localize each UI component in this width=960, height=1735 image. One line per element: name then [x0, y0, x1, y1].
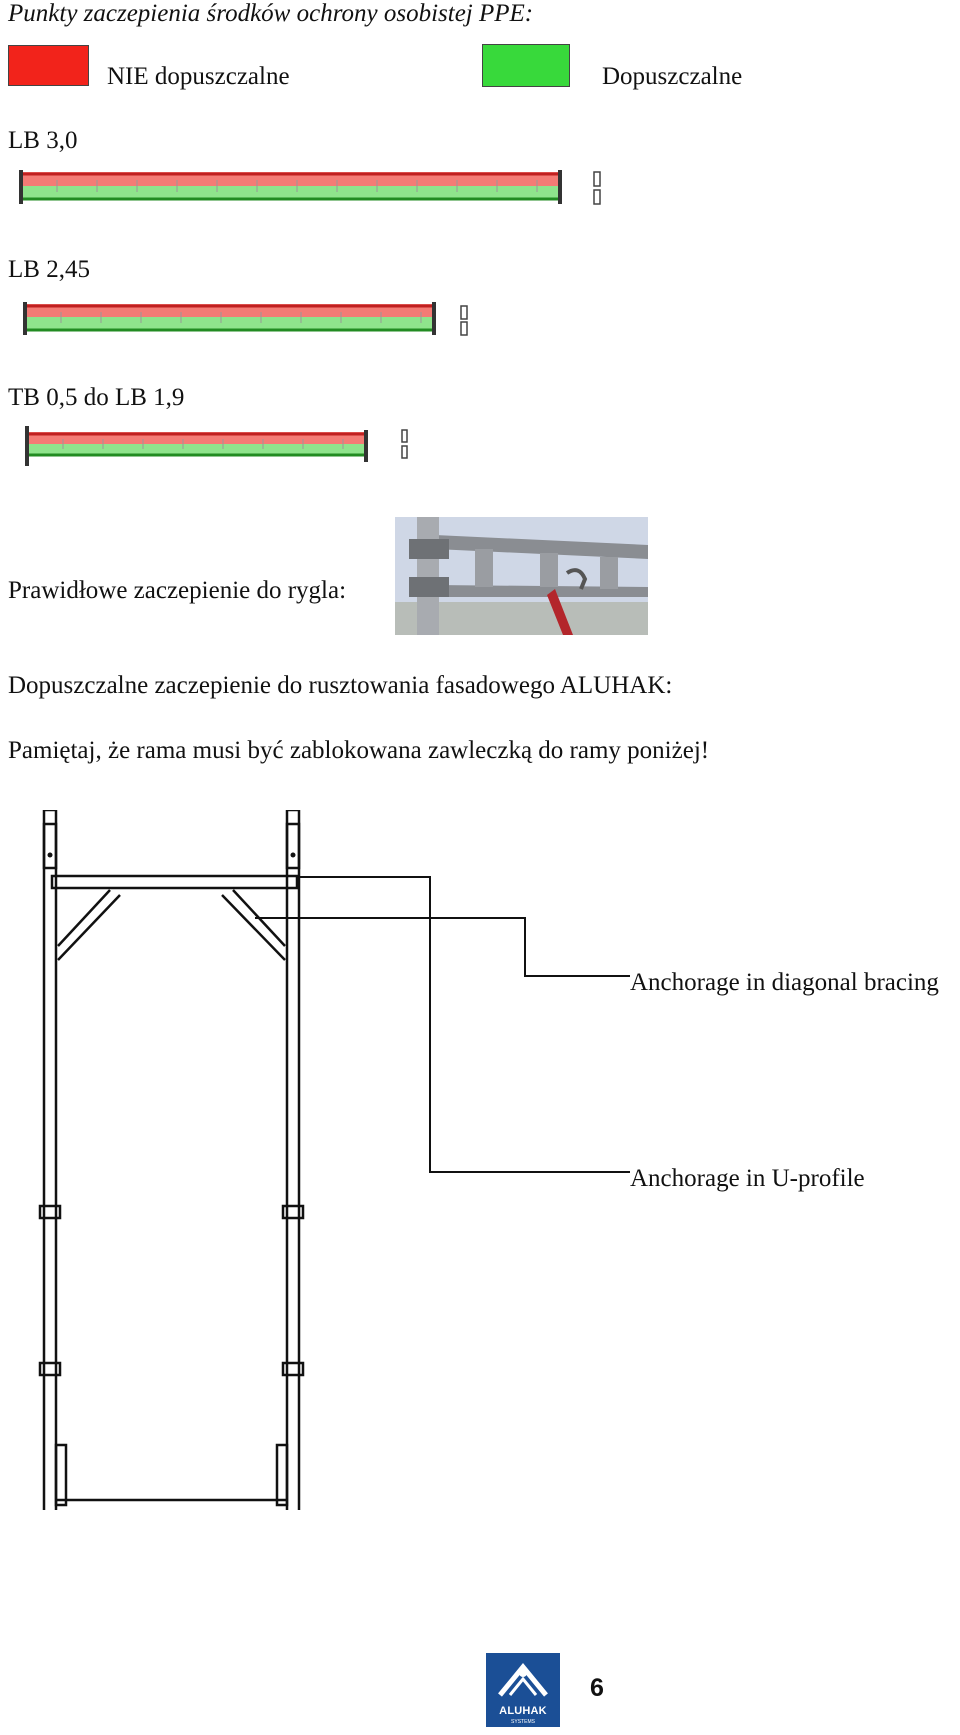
facade-anchoring-label: Dopuszczalne zaczepienie do rusztowania … — [8, 672, 673, 699]
beam-diagram-lb245 — [21, 298, 481, 348]
legend-swatch-allowed — [482, 44, 570, 87]
callout-u-profile: Anchorage in U-profile — [630, 1165, 865, 1192]
legend-swatch-not-allowed — [8, 45, 89, 86]
anchoring-photo — [395, 517, 648, 635]
page-title: Punkty zaczepienia środków ochrony osobi… — [8, 0, 534, 27]
beam-label-lb245: LB 2,45 — [8, 256, 90, 283]
page-number: 6 — [590, 1674, 604, 1702]
callout-diagonal-bracing: Anchorage in diagonal bracing — [630, 969, 939, 996]
aluhak-logo: ALUHAK SYSTEMS — [486, 1653, 560, 1727]
reminder-text: Pamiętaj, że rama musi być zablokowana z… — [8, 737, 710, 764]
facade-frame-drawing — [0, 810, 640, 1510]
beam-diagram-tb05-lb19 — [23, 426, 413, 472]
beam-label-tb05-lb19: TB 0,5 do LB 1,9 — [8, 384, 185, 411]
beam-diagram-lb30 — [17, 166, 617, 218]
correct-anchoring-label: Prawidłowe zaczepienie do rygla: — [8, 577, 347, 604]
logo-subtext: SYSTEMS — [511, 1719, 535, 1725]
beam-label-lb30: LB 3,0 — [8, 127, 78, 154]
legend-label-not-allowed: NIE dopuszczalne — [107, 63, 290, 90]
logo-text: ALUHAK — [499, 1705, 547, 1717]
legend-label-allowed: Dopuszczalne — [602, 63, 743, 90]
logo-figure-icon — [498, 1663, 548, 1697]
